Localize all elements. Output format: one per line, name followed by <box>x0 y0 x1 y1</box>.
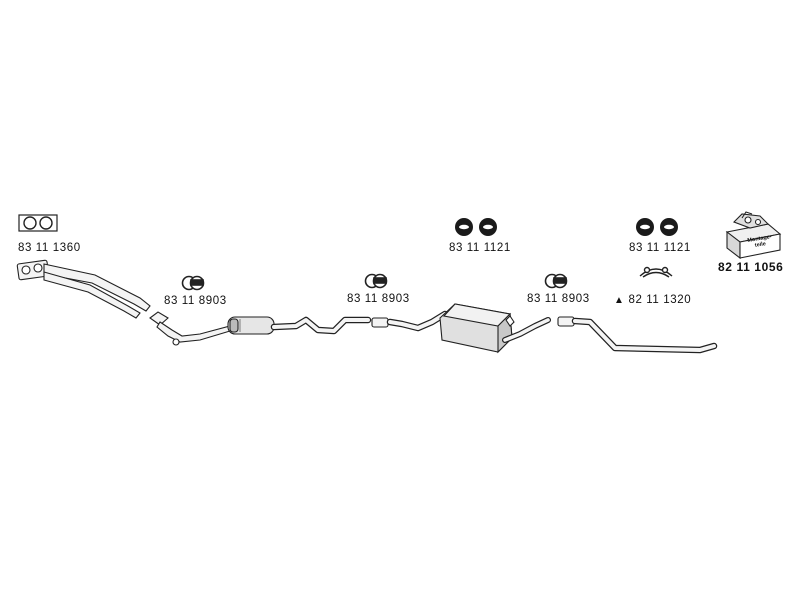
bracket-icon <box>639 266 673 278</box>
part-number-clamp: 83 11 8903 <box>164 295 227 307</box>
tail-pipe-fill <box>573 319 716 352</box>
middle-pipe-fill <box>272 318 370 333</box>
part-number-clamp: 83 11 8903 <box>347 293 410 305</box>
clamp-icon <box>544 273 568 289</box>
part-number-clamp: 83 11 8903 <box>527 293 590 305</box>
front-muffler <box>227 316 275 335</box>
clamp-icon <box>181 275 205 291</box>
front-downpipe <box>16 259 151 319</box>
part-number-bracket: ▲82 11 1320 <box>614 294 691 306</box>
part-number-mounting-kit: 82 11 1056 <box>718 260 784 274</box>
rear-silencer <box>439 303 515 354</box>
part-number-hangers: 83 11 1121 <box>449 242 511 254</box>
silencer-outlet-pipe-fill <box>503 318 550 342</box>
joint-sleeve-rear <box>557 316 575 327</box>
gasket-icon <box>18 214 58 232</box>
rubber-hanger-icon <box>455 218 497 236</box>
mounting-kit-box-icon <box>725 211 782 260</box>
rear-intermediate-pipe-fill <box>388 312 447 330</box>
part-number-hangers: 83 11 1121 <box>629 242 691 254</box>
part-number-gasket: 83 11 1360 <box>18 242 81 254</box>
joint-sleeve <box>371 317 389 328</box>
part-number-bracket-value: 82 11 1320 <box>628 294 692 306</box>
front-intermediate-pipe <box>149 311 231 346</box>
rubber-hanger-icon <box>636 218 678 236</box>
triangle-marker-icon: ▲ <box>614 295 625 306</box>
clamp-icon <box>364 273 388 289</box>
